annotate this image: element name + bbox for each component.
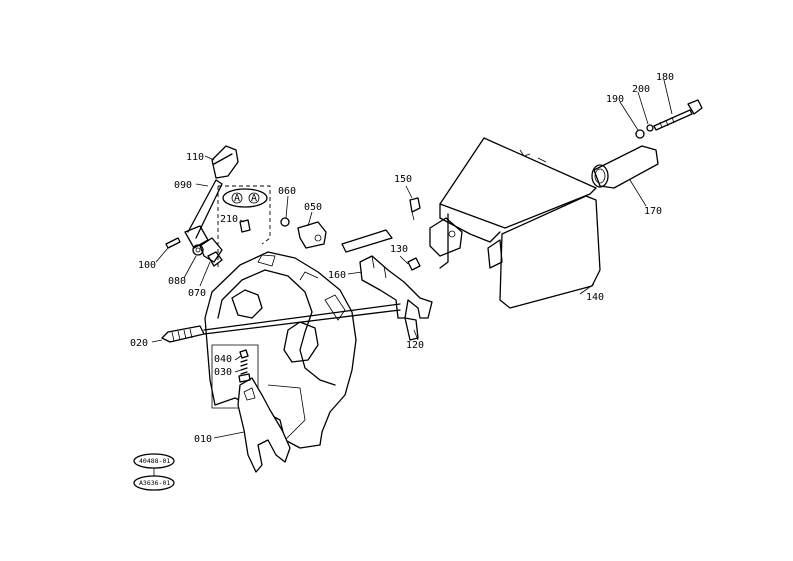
label-010: 010 — [194, 434, 212, 445]
label-180: 180 — [656, 72, 674, 83]
small-parts-lever — [165, 237, 223, 267]
label-210: 210 — [220, 214, 238, 225]
label-190: 190 — [606, 94, 624, 105]
label-150: 150 — [394, 174, 412, 185]
bracket — [341, 229, 433, 341]
shift-lever — [184, 145, 239, 263]
label-140: 140 — [586, 292, 604, 303]
label-080: 080 — [168, 276, 186, 287]
detail-box-210: A A — [217, 185, 271, 270]
ref-code-2: A3636-01 — [139, 479, 170, 487]
marker-a-left: A — [234, 193, 240, 204]
label-040: 040 — [214, 354, 232, 365]
label-110: 110 — [186, 152, 204, 163]
marker-a-right: A — [251, 193, 257, 204]
housing-plate — [204, 251, 357, 449]
sleeve-assembly — [591, 99, 703, 189]
label-030: 030 — [214, 367, 232, 378]
leader-lines — [151, 79, 673, 439]
reference-stamps: 40488-01 A3636-01 — [133, 453, 175, 491]
label-060: 060 — [278, 186, 296, 197]
bolts — [407, 197, 421, 271]
detent-spring — [238, 349, 251, 383]
shift-fork — [237, 377, 291, 473]
label-170: 170 — [644, 206, 662, 217]
small-parts-top — [280, 217, 327, 249]
label-020: 020 — [130, 338, 148, 349]
label-130: 130 — [390, 244, 408, 255]
part-labels: 110 090 210 060 050 100 080 070 020 040 … — [130, 72, 674, 445]
label-090: 090 — [174, 180, 192, 191]
ref-code-1: 40488-01 — [139, 457, 170, 465]
label-050: 050 — [304, 202, 322, 213]
label-120: 120 — [406, 340, 424, 351]
cover — [429, 137, 601, 309]
shaft — [161, 303, 401, 343]
label-070: 070 — [188, 288, 206, 299]
label-160: 160 — [328, 270, 346, 281]
label-200: 200 — [632, 84, 650, 95]
label-100: 100 — [138, 260, 156, 271]
